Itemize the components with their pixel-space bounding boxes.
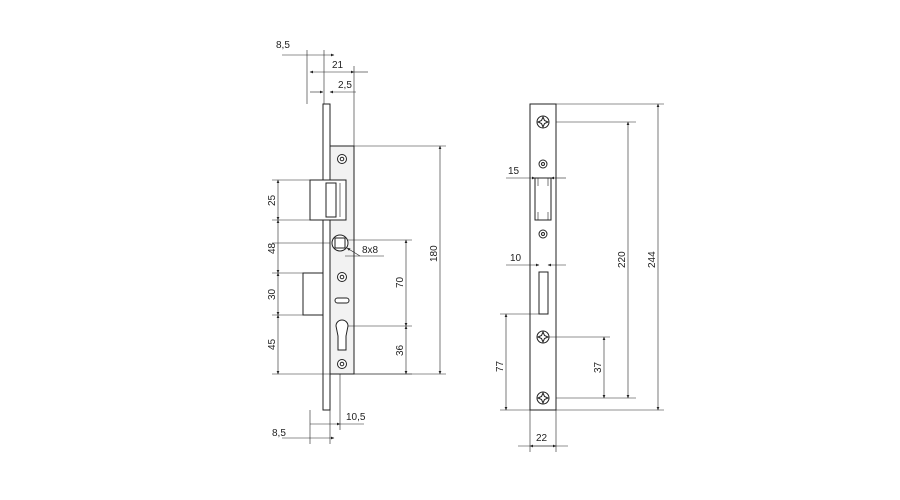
dim-bottom: 8,5 10,5 bbox=[272, 374, 366, 444]
dim-22: 22 bbox=[518, 410, 568, 452]
dim-label-37: 37 bbox=[593, 361, 604, 373]
top-screw-hole bbox=[337, 154, 347, 164]
cylinder-cutout bbox=[335, 319, 349, 351]
dim-77: 77 bbox=[495, 313, 539, 411]
dim-37: 37 bbox=[549, 336, 610, 399]
dim-8x8: 8x8 bbox=[345, 245, 384, 257]
dim-label-244: 244 bbox=[647, 251, 658, 268]
follower-square bbox=[331, 234, 349, 252]
dim-label-220: 220 bbox=[617, 251, 628, 268]
dim-label-180: 180 bbox=[429, 245, 440, 262]
dim-8-5-top: 8,5 bbox=[276, 40, 335, 104]
bolt-indicator-slot bbox=[334, 297, 350, 304]
dim-180: 180 bbox=[354, 145, 446, 375]
lower-screw-hole bbox=[538, 229, 548, 239]
faceplate bbox=[322, 103, 331, 411]
strike-plate bbox=[529, 103, 557, 411]
bottom-screw-hole bbox=[337, 359, 347, 369]
dim-36: 36 bbox=[348, 325, 412, 375]
dim-label-8-5-bottom: 8,5 bbox=[272, 428, 286, 439]
left-dim-chain: 25 48 30 45 bbox=[267, 179, 330, 375]
dim-label-8x8: 8x8 bbox=[362, 245, 379, 256]
dim-10: 10 bbox=[506, 253, 566, 267]
strike-plate-view: 15 10 220 244 37 bbox=[495, 103, 664, 452]
dim-21: 21 bbox=[309, 60, 368, 146]
dim-label-22: 22 bbox=[536, 433, 548, 444]
deadbolt bbox=[302, 272, 324, 316]
dim-244: 244 bbox=[556, 103, 664, 411]
dim-2-5: 2,5 bbox=[310, 80, 356, 94]
latch-slot bbox=[534, 177, 552, 221]
dim-label-15: 15 bbox=[508, 166, 520, 177]
dim-15: 15 bbox=[506, 166, 566, 180]
dim-220: 220 bbox=[556, 121, 636, 399]
bottom-star-screw bbox=[536, 391, 550, 405]
dim-label-48: 48 bbox=[267, 242, 278, 254]
dim-label-45: 45 bbox=[267, 338, 278, 350]
lock-body-view: 8,5 21 2,5 180 70 bbox=[267, 40, 446, 444]
dim-label-30: 30 bbox=[267, 288, 278, 300]
dim-label-2-5: 2,5 bbox=[338, 80, 352, 91]
dim-label-21: 21 bbox=[332, 60, 344, 71]
bolt-slot bbox=[538, 271, 549, 315]
dim-label-8-5-top: 8,5 bbox=[276, 40, 290, 51]
upper-screw-hole bbox=[538, 159, 548, 169]
dim-label-10: 10 bbox=[510, 253, 522, 264]
dim-label-36: 36 bbox=[395, 344, 406, 356]
middle-screw-hole bbox=[337, 272, 347, 282]
top-star-screw bbox=[536, 115, 550, 129]
dim-label-10-5: 10,5 bbox=[346, 412, 366, 423]
latch-bolt bbox=[309, 179, 347, 221]
dim-label-25: 25 bbox=[267, 194, 278, 206]
dim-label-77: 77 bbox=[495, 360, 506, 372]
dim-70: 70 bbox=[348, 239, 412, 327]
dim-label-70: 70 bbox=[395, 276, 406, 288]
middle-star-screw bbox=[536, 330, 550, 344]
